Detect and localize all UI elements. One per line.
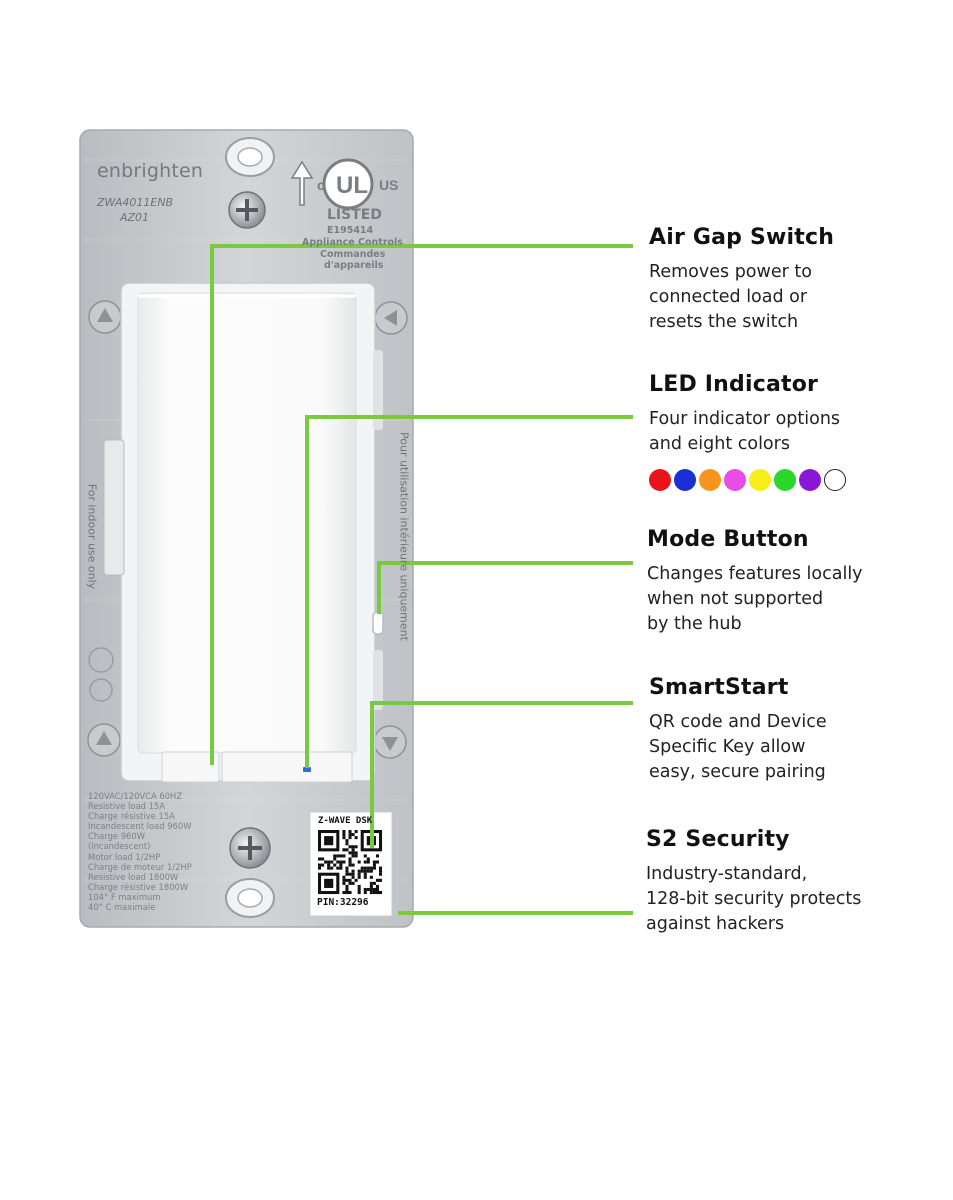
rating-line: 104° F maximum	[88, 891, 161, 902]
svg-text:US: US	[379, 177, 398, 193]
ear-top-right-icon	[374, 301, 408, 335]
smartstart-text: QR code and Device Specific Key allow ea…	[649, 712, 827, 782]
listing-category-fr-2: d'appareils	[324, 260, 384, 271]
rating-line: (incandescent)	[88, 841, 151, 852]
rating-line: Incandescent load 960W	[88, 821, 192, 832]
ear-top-left-icon	[88, 300, 122, 334]
bottom-mounting-slot	[225, 878, 275, 918]
rating-line: Resistive load 1800W	[88, 871, 179, 882]
rating-line: Charge 960W	[88, 831, 145, 842]
rating-line: 120VAC/120VCA 60HZ	[88, 791, 183, 801]
callout-led-indicator: LED Indicator Four indicator options and…	[649, 372, 949, 457]
led-color-swatch	[674, 469, 696, 491]
ear-bottom-right-icon	[373, 725, 407, 759]
rating-line: 40° C maximale	[88, 902, 156, 913]
ul-listed-logo: UL c US	[290, 158, 398, 210]
led-color-swatches	[649, 469, 846, 491]
rating-line: Charge résistive 1800W	[88, 881, 189, 892]
top-screw-icon	[228, 191, 266, 229]
indoor-use-note-fr: Pour utilisation intérieure uniquement	[397, 432, 411, 641]
led-title: LED Indicator	[649, 372, 819, 397]
led-text: Four indicator options and eight colors	[649, 409, 841, 454]
callout-mode-button: Mode Button Changes features locally whe…	[647, 527, 947, 637]
rating-line: Charge résistive 15A	[88, 811, 175, 822]
smartstart-title: SmartStart	[649, 675, 789, 700]
indoor-use-note: For indoor use only	[85, 483, 99, 590]
callout-smartstart: SmartStart QR code and Device Specific K…	[649, 675, 949, 785]
rating-line: Motor load 1/2HP	[88, 851, 161, 862]
rating-line: Resistive load 15A	[88, 801, 165, 812]
svg-text:UL: UL	[336, 172, 368, 199]
air-gap-leader	[210, 244, 633, 765]
mode-button	[372, 611, 384, 635]
revision-code: AZ01	[120, 211, 150, 224]
air-gap-tab	[161, 751, 220, 783]
led-color-swatch	[724, 469, 746, 491]
air-gap-title: Air Gap Switch	[649, 225, 835, 250]
listing-number: E195414	[327, 225, 374, 236]
listing-category-fr: Commandes	[320, 249, 386, 260]
rocker-paddle	[137, 292, 357, 754]
callout-s2-security: S2 Security Industry-standard, 128-bit s…	[646, 827, 946, 937]
led-color-swatch	[799, 469, 821, 491]
qr-header: Z-WAVE DSK	[318, 816, 373, 826]
led-indicator-light	[303, 767, 311, 772]
top-mounting-slot	[225, 137, 275, 177]
listing-category: Appliance Controls	[302, 237, 403, 248]
mode-title: Mode Button	[647, 527, 809, 552]
certification-marks	[88, 647, 114, 702]
listed-mark: LISTED	[327, 207, 382, 223]
mode-text: Changes features locally when not suppor…	[647, 564, 863, 634]
air-gap-text: Removes power to connected load or reset…	[649, 262, 812, 332]
s2-text: Industry-standard, 128-bit security prot…	[646, 864, 862, 934]
led-indicator-leader	[305, 415, 633, 768]
led-color-swatch	[749, 469, 771, 491]
smartstart-leader	[370, 701, 633, 848]
model-number: ZWA4011ENB	[97, 196, 174, 209]
svg-text:c: c	[317, 177, 325, 193]
ear-bottom-left-icon	[87, 723, 121, 757]
led-color-swatch	[649, 469, 671, 491]
pin-code: PIN:32296	[317, 897, 369, 908]
brand-logo: enbrighten	[97, 160, 204, 182]
s2-title: S2 Security	[646, 827, 790, 852]
leader-lines	[210, 244, 633, 915]
callout-air-gap: Air Gap Switch Removes power to connecte…	[649, 225, 949, 335]
led-color-swatch	[699, 469, 721, 491]
led-color-swatch	[774, 469, 796, 491]
qr-code-icon	[318, 830, 383, 895]
mode-button-leader	[377, 561, 633, 614]
led-color-swatch	[824, 469, 846, 491]
rating-line: Charge de moteur 1/2HP	[88, 861, 192, 872]
bottom-screw-icon	[229, 827, 271, 869]
